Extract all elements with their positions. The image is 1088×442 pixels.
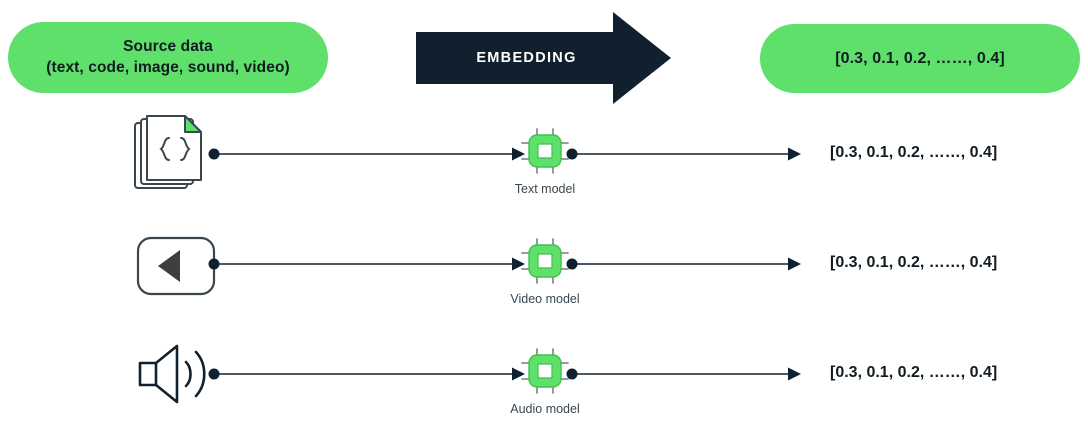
chip-icon (521, 128, 569, 174)
model-label-video: Video model (510, 292, 580, 306)
connector-model-to-vector-audio (566, 362, 802, 386)
chip-icon (521, 238, 569, 284)
source-icon-text (126, 112, 222, 198)
model-node-text: Text model (500, 128, 590, 212)
right-arrow-icon (416, 12, 671, 104)
model-label-audio: Audio model (510, 402, 580, 416)
document-code-icon (134, 115, 202, 189)
row-vector-text: [0.3, 0.1, 0.2, ……, 0.4] (830, 144, 998, 161)
connector-source-to-model-video (208, 252, 526, 276)
source-data-line2: (text, code, image, sound, video) (46, 58, 290, 76)
arrow-line-icon (208, 257, 525, 271)
chip-icon (521, 348, 569, 394)
arrow-line-icon (566, 367, 801, 381)
connector-model-to-vector-video (566, 252, 802, 276)
video-play-icon (136, 236, 216, 296)
pipeline-row-text: Text model [0.3, 0.1, 0.2, ……, 0.4] (0, 112, 1088, 222)
row-vector-text: [0.3, 0.1, 0.2, ……, 0.4] (830, 364, 998, 381)
pipeline-row-audio: Audio model [0.3, 0.1, 0.2, ……, 0.4] (0, 332, 1088, 442)
pipeline-row-video: Video model [0.3, 0.1, 0.2, ……, 0.4] (0, 222, 1088, 332)
model-node-video: Video model (500, 238, 590, 322)
source-data-pill: Source data (text, code, image, sound, v… (8, 22, 328, 93)
connector-source-to-model-text (208, 142, 526, 166)
vector-output-pill: [0.3, 0.1, 0.2, ……, 0.4] (760, 24, 1080, 93)
source-data-line1: Source data (123, 38, 213, 56)
connector-source-to-model-audio (208, 362, 526, 386)
model-node-audio: Audio model (500, 348, 590, 432)
connector-model-to-vector-text (566, 142, 802, 166)
model-label-text: Text model (514, 182, 576, 196)
vector-output-text: [0.3, 0.1, 0.2, ……, 0.4] (835, 49, 1005, 67)
source-icon-audio (126, 332, 222, 418)
arrow-line-icon (566, 147, 801, 161)
audio-speaker-icon (138, 344, 206, 404)
arrow-line-icon (208, 147, 525, 161)
arrow-line-icon (566, 257, 801, 271)
arrow-line-icon (208, 367, 525, 381)
row-vector-text: [0.3, 0.1, 0.2, ……, 0.4] (830, 254, 998, 271)
embedding-arrow: EMBEDDING (414, 10, 674, 106)
